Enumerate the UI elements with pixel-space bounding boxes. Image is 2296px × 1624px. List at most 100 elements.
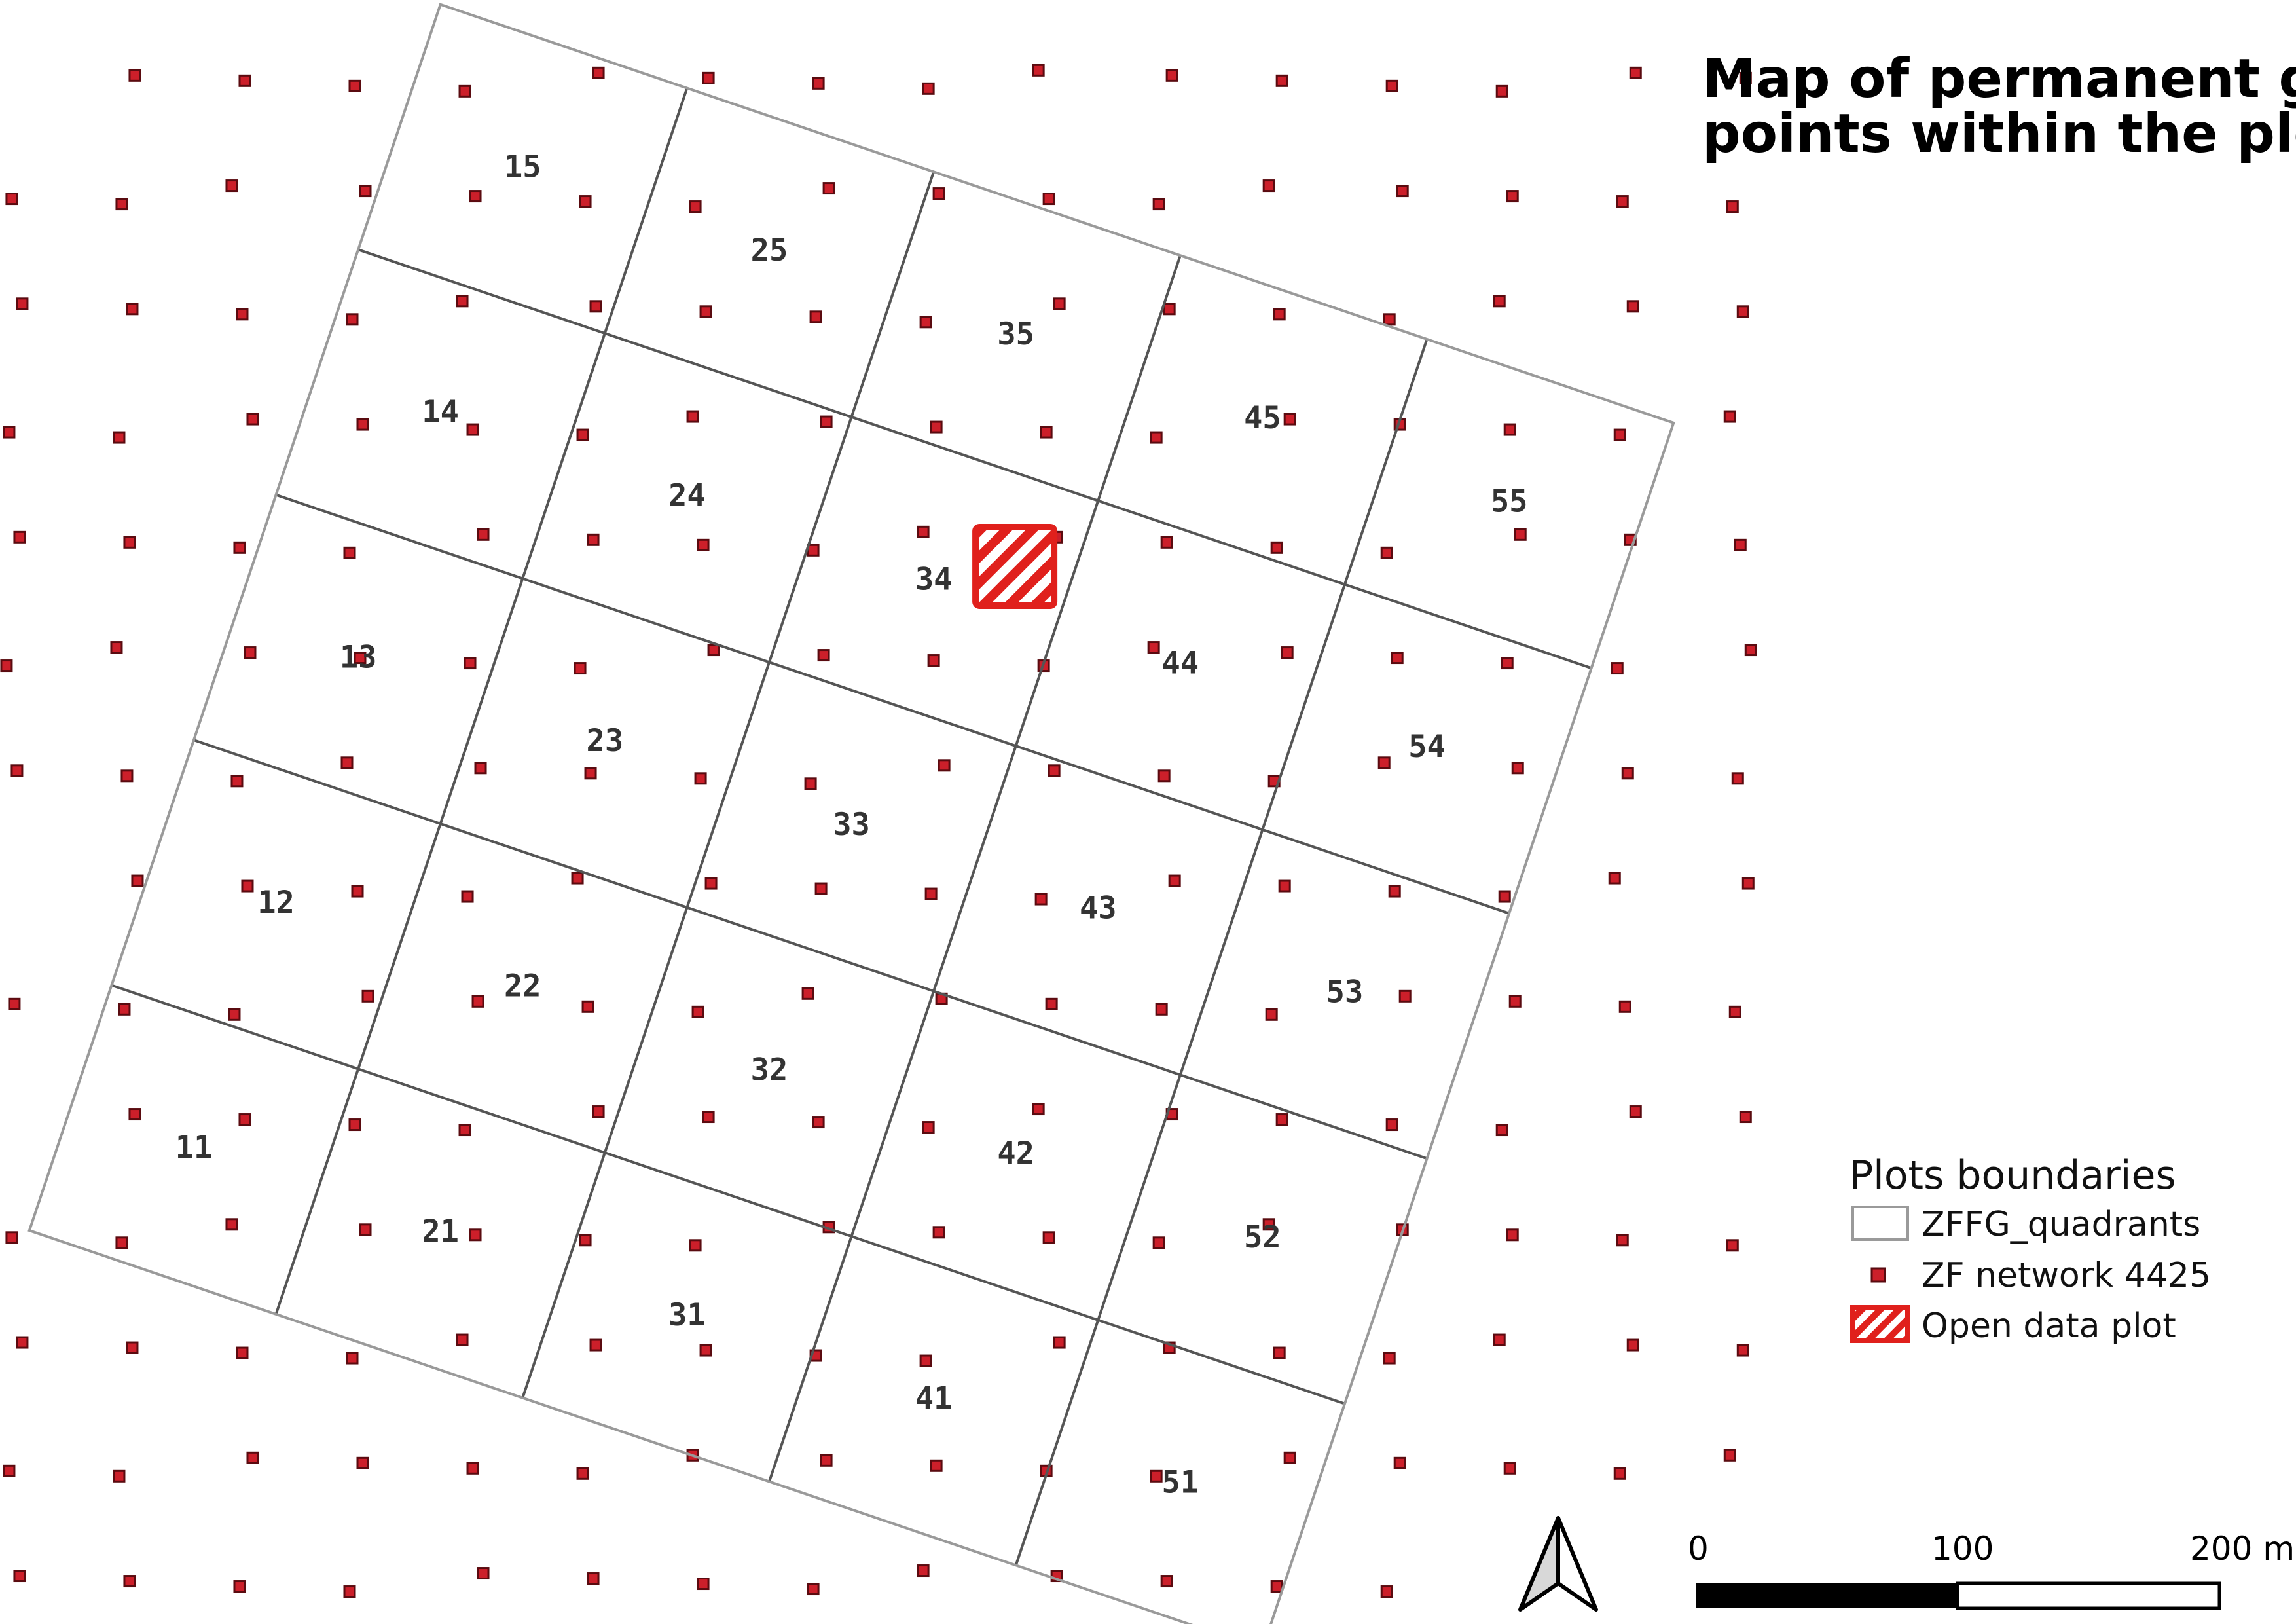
grid-point [233, 541, 246, 554]
legend-item-quadrants: ZFFG_quadrants [1922, 1205, 2200, 1244]
grid-point [1723, 410, 1736, 423]
north-arrow-icon [1518, 1516, 1598, 1612]
grid-point [1736, 305, 1749, 318]
grid-point [820, 415, 833, 428]
grid-point [1048, 764, 1061, 777]
grid-point [1618, 1000, 1631, 1013]
grid-point [1728, 1005, 1741, 1018]
grid-point [225, 1218, 238, 1231]
grid-point [126, 1341, 139, 1354]
grid-point [1053, 297, 1066, 310]
grid-point [704, 877, 718, 890]
grid-point [932, 1226, 945, 1239]
grid-point [812, 1116, 825, 1129]
grid-point [1053, 1336, 1066, 1349]
quadrant-label-51: 51 [1162, 1464, 1199, 1500]
grid-point [477, 528, 490, 541]
scale-label-100: 100 [1931, 1530, 1994, 1568]
grid-point [356, 418, 369, 431]
grid-point [576, 428, 589, 441]
grid-point [1265, 1008, 1278, 1021]
grid-point [346, 313, 359, 326]
grid-point [456, 1333, 469, 1346]
grid-point [1736, 1344, 1749, 1357]
grid-point [1385, 79, 1398, 92]
grid-point [113, 431, 126, 444]
grid-point [1393, 1456, 1406, 1469]
grid-point [689, 200, 702, 213]
grid-point [228, 1008, 241, 1021]
grid-point [246, 413, 259, 426]
grid-point [686, 410, 699, 423]
grid-point [699, 1344, 712, 1357]
grid-point [1042, 193, 1055, 206]
grid-point [697, 1578, 710, 1591]
grid-point [1495, 84, 1508, 98]
grid-point [1040, 426, 1053, 439]
grid-point [16, 297, 29, 310]
quadrant-label-15: 15 [504, 149, 541, 185]
grid-point [469, 190, 482, 203]
grid-point [340, 756, 354, 769]
grid-point [238, 1113, 251, 1126]
quadrant-label-42: 42 [997, 1135, 1034, 1172]
grid-point [807, 544, 820, 557]
grid-point [1493, 295, 1506, 308]
grid-point [817, 649, 830, 662]
quadrant-label-21: 21 [422, 1213, 459, 1249]
grid-point [1493, 1333, 1506, 1346]
quadrant-label-31: 31 [668, 1297, 706, 1333]
grid-point [589, 1338, 602, 1352]
grid-point [581, 1000, 594, 1013]
quadrant-label-33: 33 [833, 807, 870, 843]
grid-point [1731, 772, 1744, 785]
legend-open-data-swatch [1850, 1305, 1910, 1343]
grid-point [1616, 195, 1629, 208]
grid-point [807, 1583, 820, 1596]
quadrant-boundary-line [768, 255, 1182, 1483]
grid-point [346, 1352, 359, 1365]
grid-point [1613, 1467, 1626, 1480]
grid-point [1626, 300, 1639, 313]
quadrant-boundary-line [357, 248, 1592, 670]
grid-point [1616, 1234, 1629, 1247]
grid-point [120, 769, 134, 783]
quadrant-label-32: 32 [751, 1052, 788, 1088]
grid-point [230, 775, 244, 788]
quadrant-label-11: 11 [175, 1130, 213, 1166]
grid-point [123, 1575, 136, 1588]
grid-point [1506, 190, 1519, 203]
grid-point [927, 654, 940, 667]
grid-point [804, 777, 817, 790]
grid-point [924, 887, 938, 900]
grid-point [1626, 1338, 1639, 1352]
grid-point [110, 641, 123, 654]
grid-point [469, 1228, 482, 1242]
grid-point [246, 1451, 259, 1464]
grid-point [1150, 1469, 1163, 1483]
open-data-plot-layer [972, 523, 1058, 609]
quadrant-lines-layer [27, 3, 1675, 1624]
grid-point [241, 879, 254, 893]
scale-bar-white-segment [1956, 1581, 2221, 1610]
grid-point [1501, 657, 1514, 670]
grid-point [1032, 1103, 1045, 1116]
grid-point [938, 759, 951, 772]
grid-points-layer [0, 64, 1757, 1598]
grid-point [592, 1105, 605, 1118]
grid-point [592, 66, 605, 79]
grid-point [1506, 1228, 1519, 1242]
grid-point [1168, 874, 1181, 887]
grid-point [1391, 652, 1404, 665]
grid-point [1511, 762, 1524, 775]
grid-point [1388, 885, 1401, 898]
legend-quadrant-swatch [1851, 1206, 1909, 1241]
grid-point [1275, 74, 1288, 87]
quadrant-label-35: 35 [997, 316, 1034, 352]
grid-point [1150, 431, 1163, 444]
grid-point [1380, 1585, 1393, 1598]
grid-point [5, 1231, 18, 1244]
quadrant-label-34: 34 [915, 561, 953, 597]
quadrant-boundary-line [111, 984, 1345, 1405]
grid-point [10, 764, 24, 777]
